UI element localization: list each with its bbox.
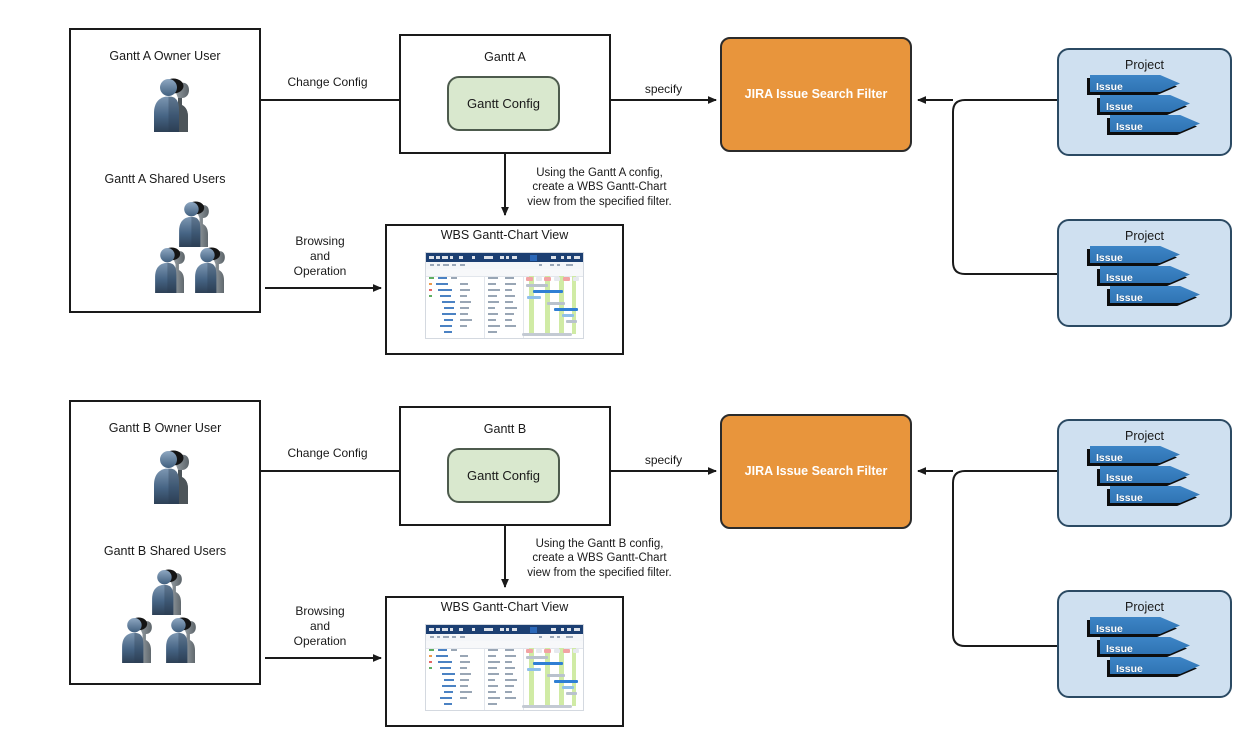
- people-group-icon: [152, 196, 236, 306]
- issue-label: Issue: [1106, 471, 1133, 484]
- issue-shape[interactable]: Issue: [1097, 466, 1190, 486]
- issue-shape[interactable]: Issue: [1097, 95, 1190, 115]
- issue-shape[interactable]: Issue: [1087, 75, 1180, 95]
- gantt-box-b: [399, 406, 611, 526]
- issue-label: Issue: [1106, 100, 1133, 113]
- gantt-chart-screenshot[interactable]: [425, 252, 584, 339]
- edge-label-change-config-b: Change Config: [287, 446, 368, 460]
- edge-projects-to-filter-b: [952, 470, 1057, 647]
- edge-label-specify-b: specify: [644, 453, 683, 467]
- issue-shape[interactable]: Issue: [1097, 637, 1190, 657]
- edge-projects-to-filter-a: [952, 99, 1057, 275]
- issue-label: Issue: [1116, 291, 1143, 304]
- edge-label-browsing-b: Browsing and Operation: [293, 604, 347, 648]
- issue-shape[interactable]: Issue: [1107, 657, 1200, 677]
- issue-label: Issue: [1116, 662, 1143, 675]
- wbs-view-title-b: WBS Gantt-Chart View: [440, 600, 569, 614]
- issue-shape[interactable]: Issue: [1107, 486, 1200, 506]
- issue-shape[interactable]: Issue: [1087, 446, 1180, 466]
- actors-box-b: [69, 400, 261, 685]
- shared-users-label-b: Gantt B Shared Users: [103, 544, 227, 558]
- edge-label-change-config-a: Change Config: [287, 75, 368, 89]
- project-box-b-2: Project Issue Issue Issue: [1057, 590, 1232, 698]
- issue-shape[interactable]: Issue: [1107, 115, 1200, 135]
- issue-shape[interactable]: Issue: [1087, 617, 1180, 637]
- person-icon: [148, 444, 194, 508]
- project-title: Project: [1125, 58, 1164, 72]
- gantt-config-node-a[interactable]: Gantt Config: [447, 76, 560, 131]
- issue-label: Issue: [1096, 451, 1123, 464]
- jira-filter-node-b[interactable]: JIRA Issue Search Filter: [720, 414, 912, 529]
- gantt-title-b: Gantt B: [483, 422, 527, 436]
- issue-label: Issue: [1116, 491, 1143, 504]
- jira-filter-label-b: JIRA Issue Search Filter: [744, 464, 888, 478]
- issue-label: Issue: [1096, 622, 1123, 635]
- owner-user-label-b: Gantt B Owner User: [108, 421, 222, 435]
- issue-label: Issue: [1106, 642, 1133, 655]
- gantt-title-a: Gantt A: [484, 50, 526, 64]
- edge-label-specify-a: specify: [644, 82, 683, 96]
- project-title: Project: [1125, 429, 1164, 443]
- project-box-a-1: Project Issue Issue Issue: [1057, 48, 1232, 156]
- issue-label: Issue: [1096, 80, 1123, 93]
- owner-user-label-a: Gantt A Owner User: [109, 49, 221, 63]
- project-box-b-1: Project Issue Issue Issue: [1057, 419, 1232, 527]
- gantt-config-node-b[interactable]: Gantt Config: [447, 448, 560, 503]
- project-title: Project: [1125, 229, 1164, 243]
- edge-label-create-view-a: Using the Gantt A config, create a WBS G…: [527, 167, 672, 208]
- issue-shape[interactable]: Issue: [1087, 246, 1180, 266]
- shared-users-label-a: Gantt A Shared Users: [104, 172, 226, 186]
- person-icon: [148, 72, 194, 136]
- project-title: Project: [1125, 600, 1164, 614]
- issue-label: Issue: [1106, 271, 1133, 284]
- issue-label: Issue: [1116, 120, 1143, 133]
- jira-filter-label-a: JIRA Issue Search Filter: [744, 87, 888, 101]
- issue-shape[interactable]: Issue: [1097, 266, 1190, 286]
- wbs-view-title-a: WBS Gantt-Chart View: [440, 228, 569, 242]
- edge-label-browsing-a: Browsing and Operation: [293, 234, 347, 278]
- gantt-config-label-a: Gantt Config: [467, 96, 540, 111]
- jira-filter-node-a[interactable]: JIRA Issue Search Filter: [720, 37, 912, 152]
- issue-shape[interactable]: Issue: [1107, 286, 1200, 306]
- edge-label-create-view-b: Using the Gantt B config, create a WBS G…: [527, 538, 672, 579]
- gantt-config-label-b: Gantt Config: [467, 468, 540, 483]
- project-box-a-2: Project Issue Issue Issue: [1057, 219, 1232, 327]
- issue-label: Issue: [1096, 251, 1123, 264]
- people-group-icon: [115, 560, 209, 680]
- gantt-chart-screenshot[interactable]: [425, 624, 584, 711]
